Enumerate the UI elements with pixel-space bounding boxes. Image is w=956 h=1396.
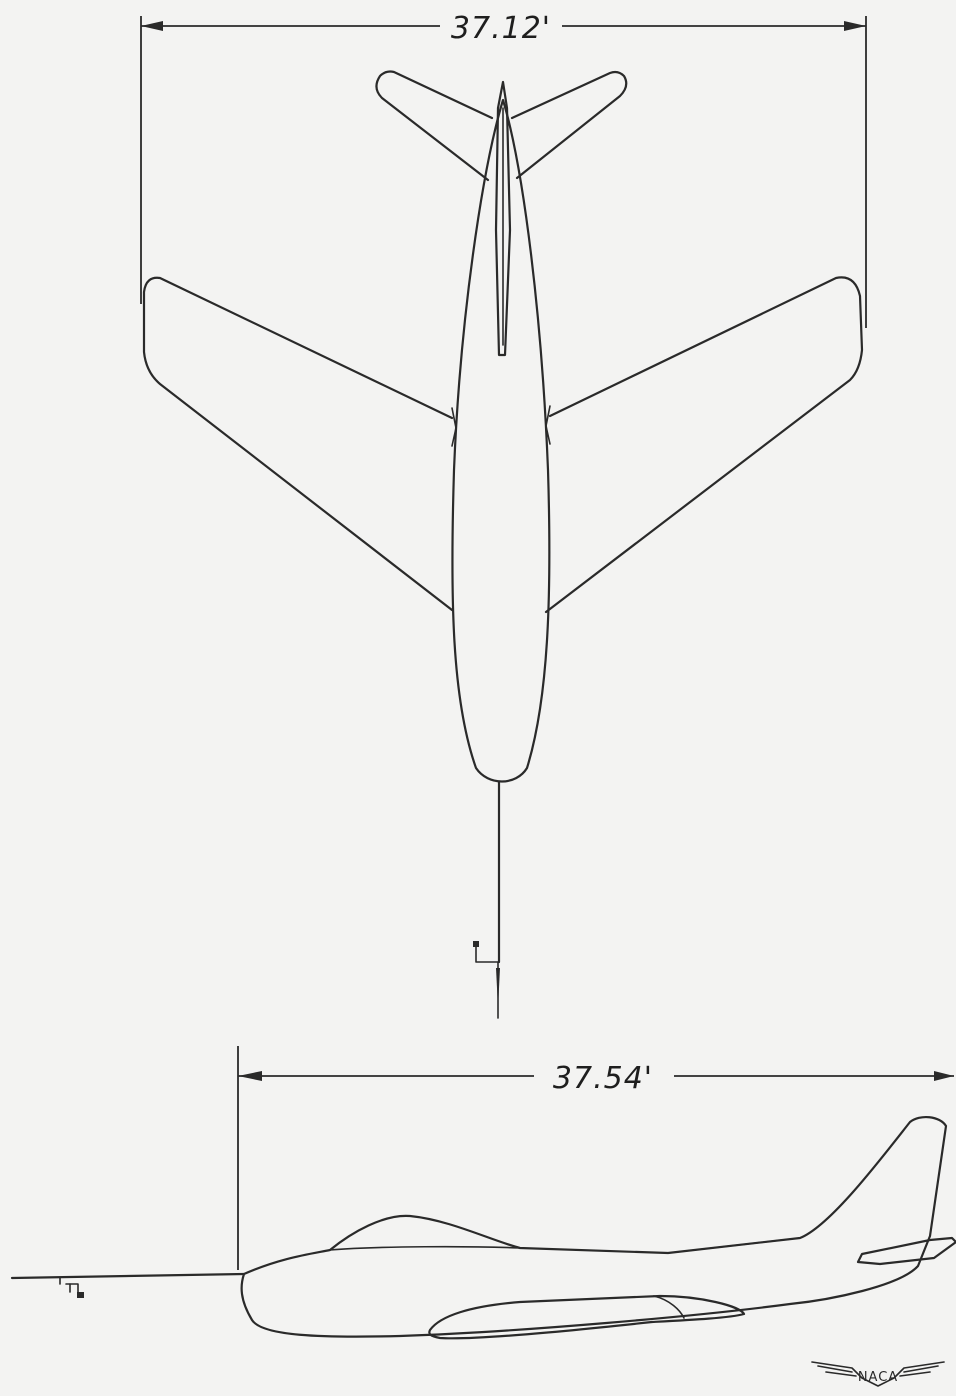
naca-logo: NACA bbox=[811, 1361, 945, 1387]
side-wing-outline bbox=[428, 1294, 746, 1340]
plan-view: 37.12' bbox=[140, 11, 867, 1019]
side-fuselage-outline bbox=[240, 1116, 948, 1338]
length-arrow-right bbox=[934, 1071, 954, 1081]
length-label: 37.54' bbox=[553, 1061, 653, 1096]
naca-logo-wings bbox=[811, 1361, 945, 1387]
right-horizontal-stabilizer bbox=[510, 70, 628, 180]
length-arrow-left bbox=[238, 1071, 262, 1081]
boom-vane bbox=[475, 943, 499, 963]
tailcone-line bbox=[667, 1237, 801, 1254]
vertical-fin-outline bbox=[494, 80, 512, 357]
fuselage-outline bbox=[451, 98, 551, 783]
right-wing bbox=[544, 276, 864, 614]
nose-boom-tip bbox=[496, 968, 500, 1008]
length-dimension: 37.54' bbox=[237, 1046, 954, 1270]
span-label: 37.12' bbox=[451, 11, 551, 46]
span-arrow-right bbox=[844, 21, 866, 31]
boom-vane-block bbox=[473, 941, 479, 947]
left-wing bbox=[142, 276, 454, 612]
naca-logo-text: NACA bbox=[858, 1370, 898, 1385]
side-boom-vane-block bbox=[77, 1292, 84, 1298]
left-horizontal-stabilizer bbox=[375, 70, 494, 182]
side-view: 37.54' bbox=[10, 1046, 956, 1340]
side-nose-boom bbox=[10, 1272, 246, 1280]
span-dimension: 37.12' bbox=[140, 11, 867, 328]
span-arrow-left bbox=[141, 21, 163, 31]
side-wing-fillet bbox=[653, 1295, 685, 1319]
side-horizontal-stabilizer bbox=[856, 1236, 956, 1266]
canopy-line bbox=[329, 1245, 521, 1251]
side-boom-vane bbox=[59, 1277, 79, 1297]
